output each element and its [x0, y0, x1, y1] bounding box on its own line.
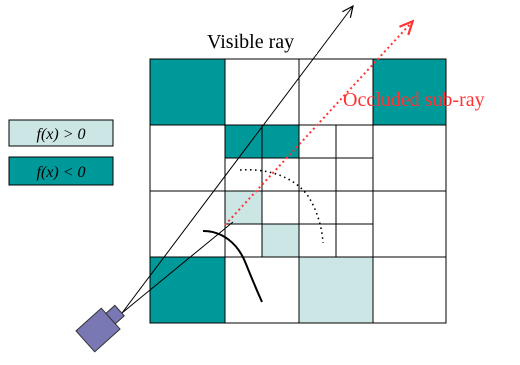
visible-ray: [121, 4, 354, 314]
coarse-grid: [149, 58, 447, 324]
cell-positive-fine-2: [262, 224, 299, 257]
legend-negative-swatch: [8, 156, 114, 186]
legend-negative-label: f(x) < 0: [37, 164, 86, 181]
surface-curve-dotted: [239, 168, 324, 244]
cell-negative-bottom-left: [150, 257, 225, 323]
cell-negative-top-left: [150, 59, 225, 125]
legend: f(x) > 0 f(x) < 0: [8, 119, 114, 186]
cell-positive-bottom-center: [299, 257, 373, 323]
legend-positive-swatch: [8, 119, 114, 147]
legend-positive-label: f(x) > 0: [37, 126, 86, 143]
ray-lower: [121, 221, 234, 314]
cell-negative-top-right: [373, 59, 446, 125]
occluded-sub-ray: [224, 22, 412, 226]
occluded-sub-ray-label: Occluded sub-ray: [343, 89, 485, 111]
cell-negative-fine-1: [225, 125, 262, 158]
visible-ray-label: Visible ray: [207, 31, 294, 53]
cell-negative-fine-2: [262, 125, 299, 158]
camera-icon: [75, 304, 125, 353]
cell-positive-fine-1: [225, 191, 262, 224]
fine-grid: [225, 125, 373, 257]
visible-ray-label-bg: [205, 28, 317, 54]
